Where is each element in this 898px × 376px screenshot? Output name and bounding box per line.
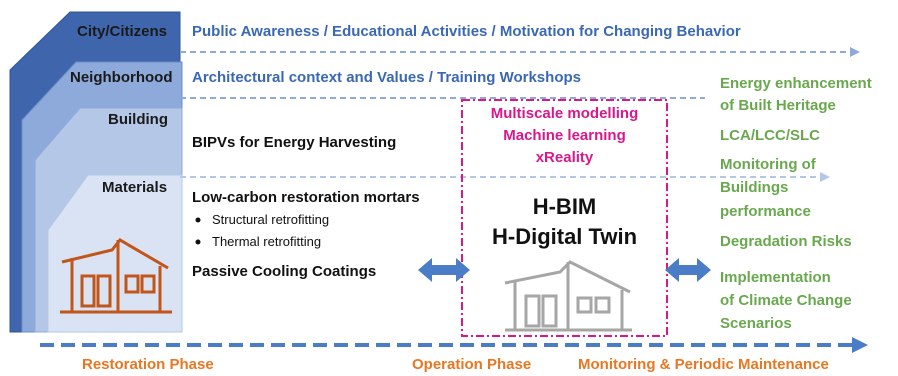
center-tool: Multiscale modelling [490, 105, 639, 122]
materials-row-arrowhead [820, 172, 830, 182]
coatings-text: Passive Cooling Coatings [192, 263, 377, 280]
right-list-item: Monitoring of [720, 156, 816, 173]
timeline-arrowhead [852, 337, 868, 353]
right-list-item: Scenarios [720, 315, 792, 332]
materials-action-text: Low-carbon restoration mortars [192, 189, 420, 206]
city-row-arrowhead [850, 47, 860, 57]
digital-twin-label: H-Digital Twin [491, 224, 638, 249]
double-arrow-right [665, 258, 711, 282]
phase-restoration: Restoration Phase [82, 356, 214, 373]
right-list-item: Implementation [720, 269, 831, 286]
right-list-item: LCA/LCC/SLC [720, 127, 820, 144]
right-list-item: Energy enhancement [720, 75, 872, 92]
center-tool: Machine learning [503, 127, 626, 144]
center-tool: xReality [535, 149, 594, 166]
right-list-item: performance [720, 203, 811, 220]
right-list-item: Degradation Risks [720, 233, 852, 250]
house-icon-gray [504, 260, 632, 332]
house-icon-orange [60, 238, 172, 314]
phase-monitoring: Monitoring & Periodic Maintenance [578, 356, 829, 373]
city-actions-text: Public Awareness / Educational Activitie… [192, 23, 741, 40]
right-list-item: of Built Heritage [720, 97, 836, 114]
right-list-item: Buildings [720, 179, 789, 196]
level-label-neighborhood: Neighborhood [70, 69, 173, 86]
digital-twin-box [461, 99, 668, 337]
level-label-city: City/Citizens [77, 23, 168, 40]
bullet-dot [195, 239, 201, 245]
materials-sub-item: Structural retrofitting [212, 212, 330, 227]
hbim-label: H-BIM [532, 194, 597, 219]
phase-operation: Operation Phase [412, 356, 532, 373]
right-list-item: of Climate Change [720, 292, 852, 309]
level-label-building: Building [108, 111, 168, 128]
bullet-dot [195, 217, 201, 223]
neighborhood-actions-text: Architectural context and Values / Train… [192, 69, 581, 86]
level-label-materials: Materials [102, 179, 168, 196]
materials-sub-item: Thermal retrofitting [212, 234, 322, 249]
double-arrow-left [418, 258, 470, 282]
building-action-text: BIPVs for Energy Harvesting [192, 134, 397, 151]
